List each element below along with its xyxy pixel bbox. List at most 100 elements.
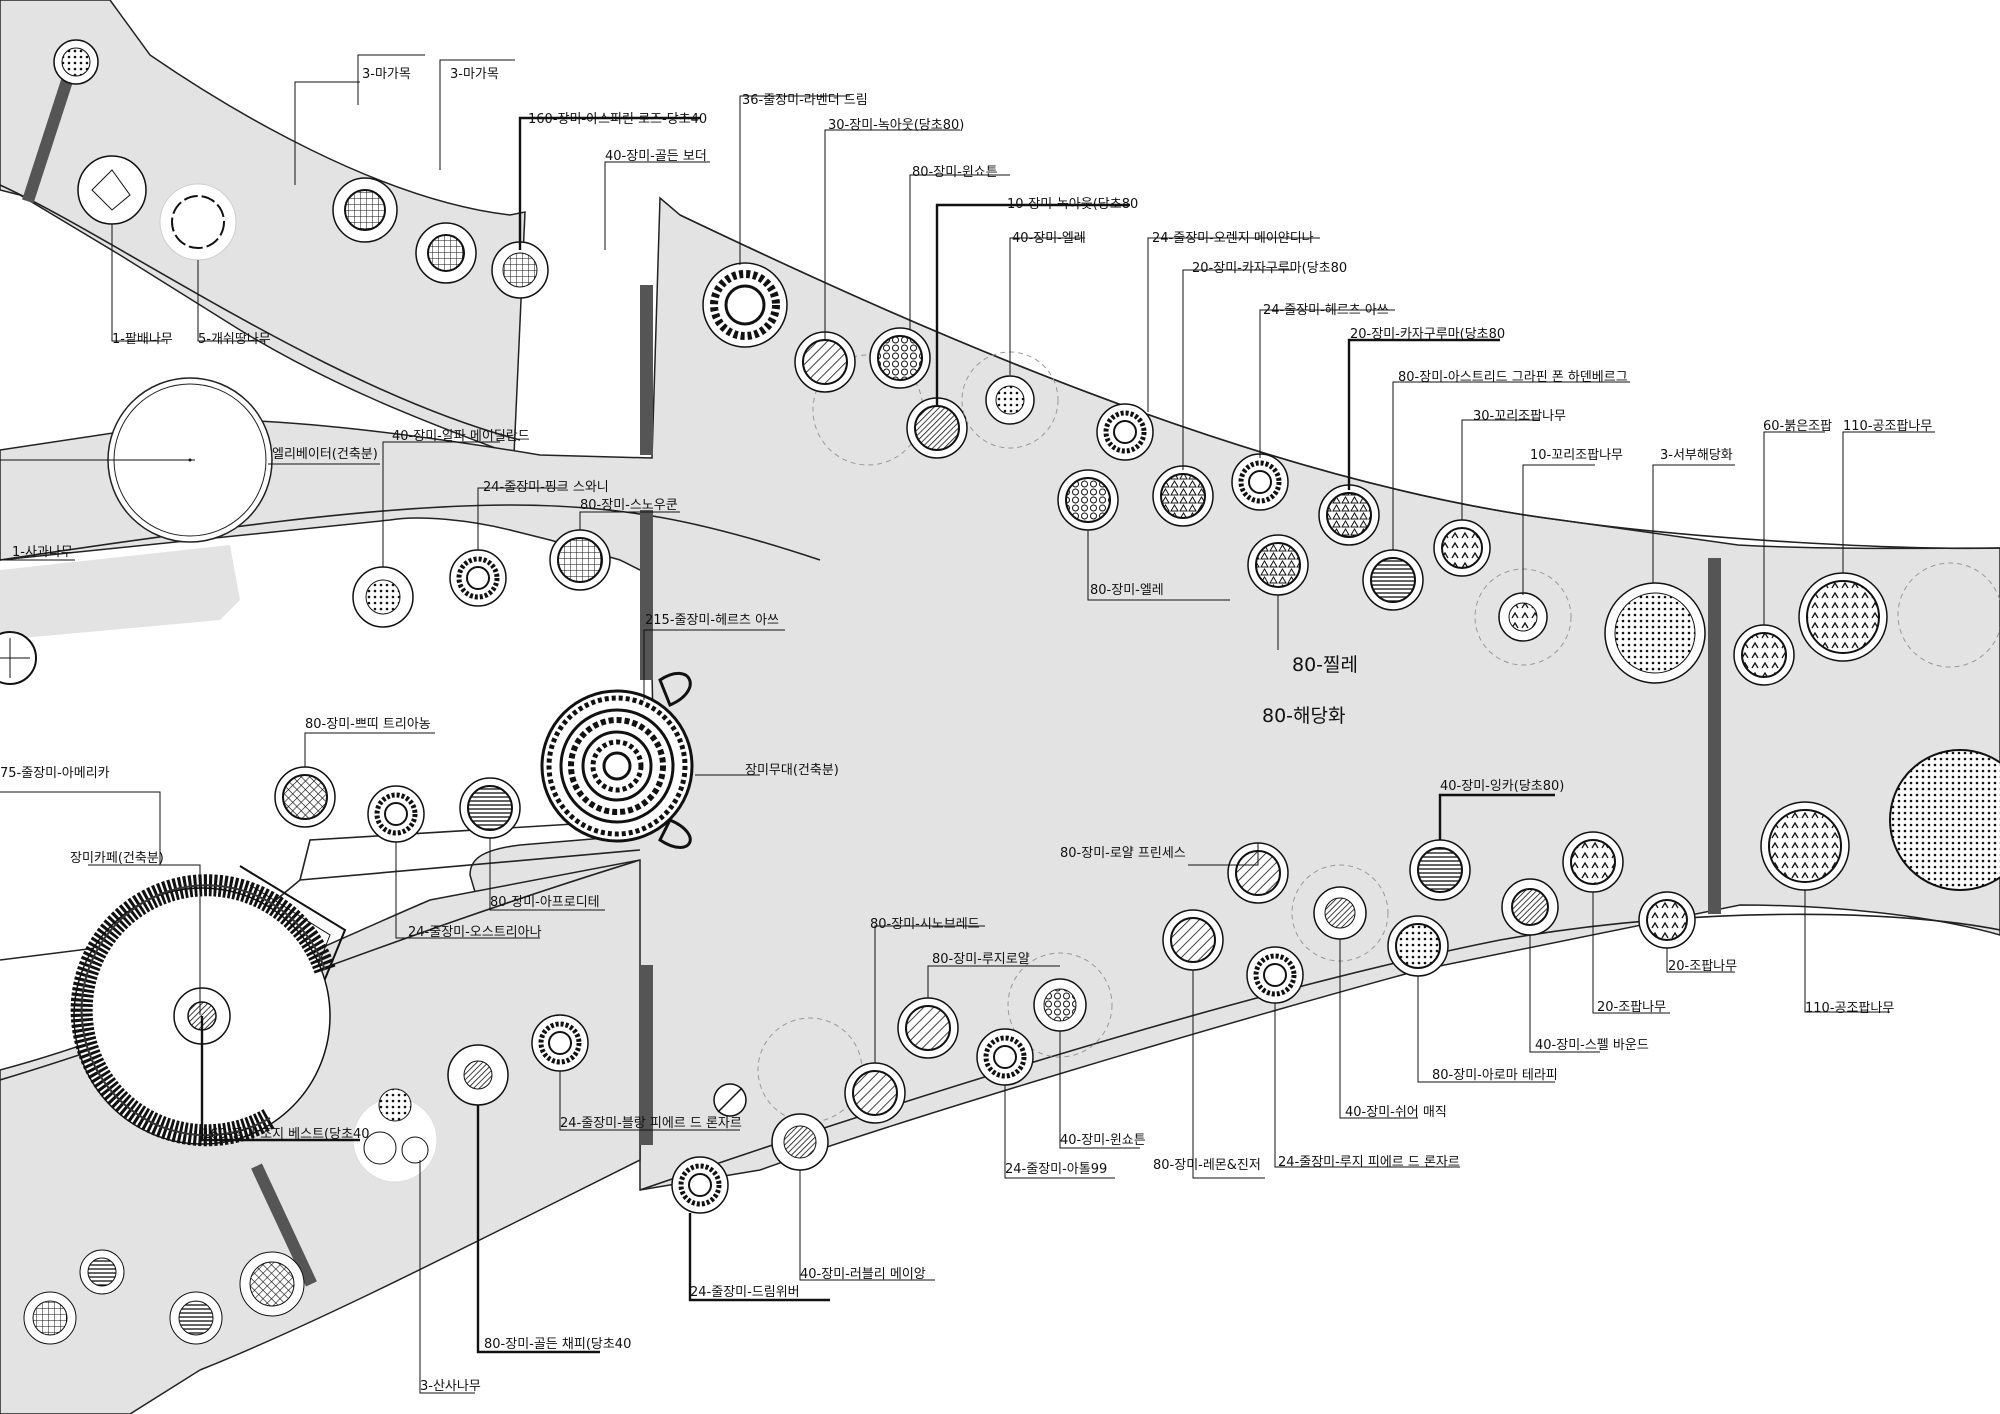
climbing-dream-weaver <box>671 1156 729 1214</box>
label-03: 160-장미-아스피린 로즈-당초40 <box>528 112 707 127</box>
shrub-sw-3 <box>169 1291 223 1345</box>
climbing-rouge-pierre <box>1246 946 1304 1004</box>
path-edge-3 <box>679 214 2000 550</box>
rose-knockout-10 <box>906 397 968 459</box>
label-34: 80-장미-아프로디테 <box>490 895 600 910</box>
label-21: 5-개쉬땅나무 <box>198 332 271 347</box>
label-18: 60-붉은조팝 <box>1763 419 1832 434</box>
label-02: 3-마가목 <box>450 67 499 82</box>
tree-sorbus-1 <box>53 39 99 85</box>
label-17: 3-서부해당화 <box>1660 448 1733 463</box>
label-04: 40-장미-골든 보더 <box>605 149 707 164</box>
label-31: 장미무대(건축분) <box>745 763 839 778</box>
rose-aphrodite <box>459 777 521 839</box>
spirea-20-1 <box>1562 831 1624 893</box>
rose-lemon-ginger <box>1162 909 1224 971</box>
wall-nw <box>22 56 80 204</box>
path-edge-1 <box>0 184 521 441</box>
tree-apple <box>0 631 37 685</box>
rose-golden-border <box>491 241 549 299</box>
rose-chinobred <box>844 1062 906 1124</box>
wall-south-divider <box>640 965 653 1145</box>
label-20: 1-팥배나무 <box>112 332 173 347</box>
climbing-pink-swany <box>449 549 507 607</box>
tree-hawthorn <box>352 1088 438 1183</box>
tree-whitebeam <box>77 155 147 225</box>
west-strip <box>0 545 240 640</box>
wall-north-divider <box>640 285 653 455</box>
label-29: 80-장미-쁘띠 트리아농 <box>305 717 431 732</box>
climbing-austriana <box>367 785 425 843</box>
no-entry-marker <box>713 1083 747 1117</box>
climbing-hertz-ass <box>1231 453 1289 511</box>
climbing-lavender-dream <box>702 262 788 348</box>
rose-astrid <box>1362 549 1424 611</box>
label-36: 40-장미-잉카(당초80) <box>1440 779 1564 794</box>
shrub-sorbaria <box>159 183 237 261</box>
label-30: 75-줄장미-아메리카 <box>0 766 110 781</box>
label-19: 110-공조팝나무 <box>1843 419 1932 434</box>
rose-snow-queen <box>549 529 611 591</box>
rose-stage-structure <box>540 671 694 849</box>
walls <box>22 56 1721 1287</box>
rose-alpha-meidiland <box>352 566 414 628</box>
large-tree-east <box>1889 749 2000 891</box>
rose-petit-trianon <box>274 766 336 828</box>
label-38: 80-장미-루지로얄 <box>932 951 1030 967</box>
label-46: 80-장미-레몬&진저 <box>1153 1158 1261 1173</box>
label-32: 장미카페(건축분) <box>70 851 164 866</box>
tree-mountain-ash-2 <box>415 222 477 284</box>
label-22: 엘리베이터(건축분) <box>272 447 378 462</box>
label-16: 10-꼬리조팝나무 <box>1530 448 1623 463</box>
rose-winchester-80 <box>869 327 931 389</box>
label-jjillae: 80-찔레 <box>1292 654 1358 676</box>
climbing-atol99 <box>976 1028 1034 1086</box>
label-52: 24-줄장미-드림위버 <box>690 1285 800 1300</box>
label-05: 36-줄장미-라벤더 드림 <box>742 93 868 108</box>
label-42: 40-장미-스펠 바운드 <box>1535 1038 1649 1053</box>
rose-winchester-40 <box>1007 952 1113 1058</box>
label-41: 110-공조팝나무 <box>1805 1001 1894 1016</box>
rose-spellbound <box>1501 878 1559 936</box>
label-28: 215-줄장미-헤르츠 아쓰 <box>645 613 779 628</box>
label-33: 24-줄장미-오스트리아나 <box>408 925 542 940</box>
plant-labels: 3-마가목 3-마가목 160-장미-아스피린 로즈-당초40 40-장미-골든… <box>0 67 1932 1394</box>
leader-lines <box>0 54 1935 1394</box>
ghost-tree-east <box>1897 562 2000 668</box>
label-43: 80-장미-아로마 테라피 <box>1432 1068 1558 1083</box>
wall-sw <box>251 1163 317 1287</box>
label-51: 40-장미-러블리 메이앙 <box>800 1267 926 1282</box>
rose-inca <box>1409 839 1471 901</box>
tree-crabapple <box>1604 582 1706 684</box>
label-27: 80-장미-엘레 <box>1090 583 1164 598</box>
rose-lovely-meilland <box>771 1113 829 1171</box>
spirea-30 <box>1433 519 1491 577</box>
label-24: 24-줄장미-핑크 스와니 <box>483 480 609 495</box>
label-47: 40-장미-윈쇼튼 <box>1060 1133 1146 1148</box>
path-edge-7 <box>299 819 641 881</box>
climbing-blanc-pierre <box>531 1014 589 1072</box>
label-53: 80-장미-골든 채피(당초40 <box>484 1337 631 1352</box>
label-09: 40-장미-엘레 <box>1012 231 1086 246</box>
spirea-20-2 <box>1638 891 1696 949</box>
shrub-sw-4 <box>239 1251 305 1317</box>
label-08: 10-장미-녹아웃(당초80 <box>1007 197 1138 212</box>
label-15: 30-꼬리조팝나무 <box>1473 409 1566 424</box>
label-07: 80-장미-윈쇼튼 <box>912 165 998 180</box>
rose-rouge-royale <box>897 997 959 1059</box>
label-54: 3-산사나무 <box>420 1379 481 1394</box>
label-37: 80-장미-시노브레드 <box>870 917 980 932</box>
spirea-red-60 <box>1733 624 1795 686</box>
rose-elle-80 <box>1057 469 1119 531</box>
rose-jjillae <box>1247 534 1309 596</box>
label-35: 80-장미-로얄 프린세스 <box>1060 845 1186 861</box>
label-48: 24-줄장미-아톨99 <box>1005 1162 1107 1177</box>
label-49: 160-장미-조지 베스트(당초40 <box>202 1127 370 1142</box>
label-45: 24-줄장미-루지 피에르 드 론자르 <box>1278 1155 1460 1170</box>
spirea-110-south <box>1760 801 1850 891</box>
label-23: 40-장미-알파 메이딜란드 <box>392 429 530 444</box>
label-06: 30-장미-녹아웃(당초80) <box>828 118 964 133</box>
upper-left-bed <box>0 0 526 457</box>
